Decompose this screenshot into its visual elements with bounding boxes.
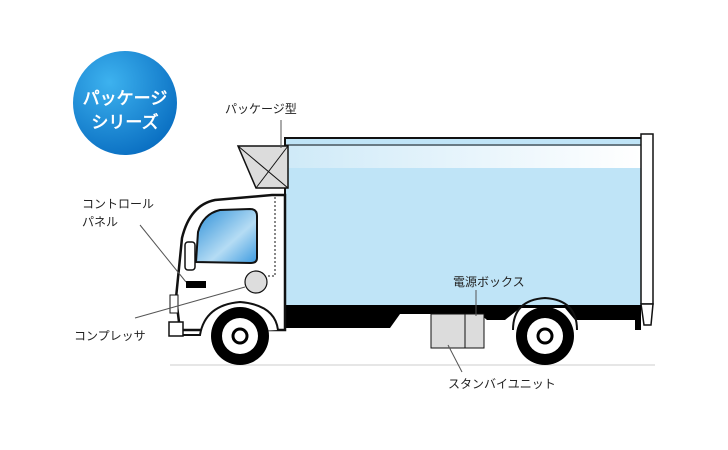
badge-line1: パッケージ [83, 89, 168, 109]
cab [168, 193, 287, 337]
mirror [184, 241, 196, 271]
leader-lines [134, 120, 477, 373]
package-unit [236, 145, 289, 189]
label-compressor: コンプレッサ [74, 329, 146, 343]
cargo-box [284, 133, 654, 326]
front-wheel [211, 307, 269, 365]
label-control-panel-1: コントロール [82, 197, 154, 211]
label-power-box: 電源ボックス [453, 275, 525, 289]
rear-wheel [512, 296, 578, 365]
label-control-panel-2: パネル [82, 215, 118, 229]
label-package-type: パッケージ型 [225, 102, 297, 116]
control-panel [186, 281, 206, 288]
compressor [244, 270, 268, 294]
label-standby-unit: スタンバイユニット [448, 377, 556, 391]
rear-door [640, 133, 654, 305]
package-series-badge: パッケージ シリーズ [73, 51, 177, 155]
standby-unit [430, 313, 485, 349]
badge-line2: シリーズ [91, 112, 158, 133]
chassis [276, 305, 641, 330]
